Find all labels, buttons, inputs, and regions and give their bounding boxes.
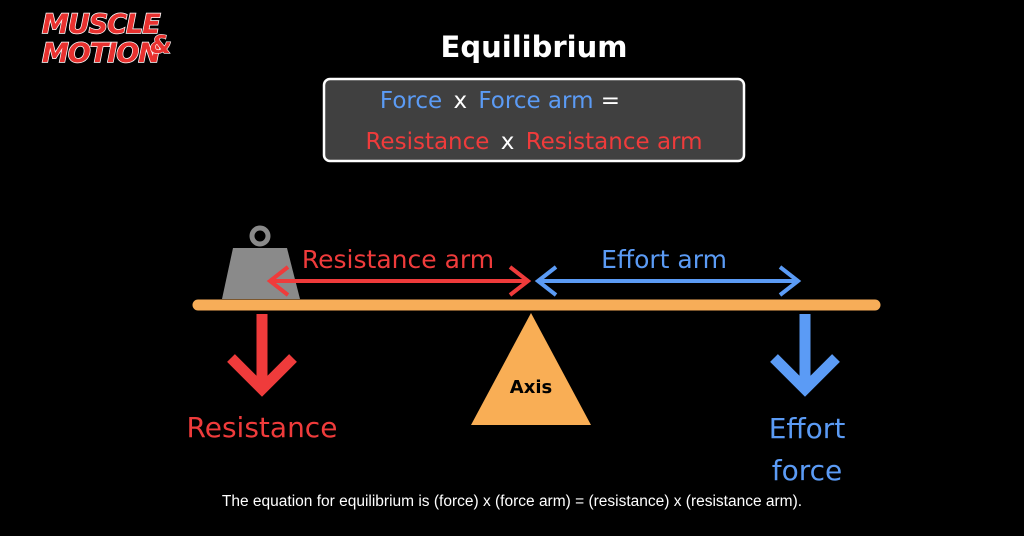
equation-line-resistance: Resistance x Resistance arm <box>365 129 702 155</box>
effort-arm-label: Effort arm <box>601 245 727 274</box>
resistance-arm-arrow <box>266 265 532 297</box>
effort-force-down-arrow <box>770 314 840 397</box>
equation-box: Force x Force arm = Resistance x Resista… <box>322 77 746 163</box>
equation-resistance-arm: Resistance arm <box>526 129 703 155</box>
muscle-motion-logo: MUSCLE MOTION & <box>41 8 172 70</box>
weight-icon <box>222 225 300 299</box>
axis-fulcrum <box>471 313 591 425</box>
resistance-arm-label: Resistance arm <box>302 245 494 274</box>
effort-force-label-line2: force <box>772 454 843 487</box>
equation-line-force: Force x Force arm = <box>380 88 620 114</box>
resistance-label: Resistance <box>187 411 338 444</box>
equation-box-frame <box>322 77 746 163</box>
resistance-down-arrow <box>227 314 297 397</box>
page-title: Equilibrium <box>441 30 628 64</box>
effort-arm-arrow <box>534 265 802 297</box>
logo-line-motion: MOTION <box>42 38 161 69</box>
equation-times-2: x <box>501 129 515 155</box>
equation-equals: = <box>601 88 620 114</box>
effort-force-label-line1: Effort <box>769 412 846 445</box>
equation-force-arm: Force arm <box>478 88 593 114</box>
equation-force: Force <box>380 88 442 114</box>
caption-text: The equation for equilibrium is (force) … <box>221 493 803 510</box>
equation-times-1: x <box>453 88 467 114</box>
axis-label: Axis <box>510 377 552 398</box>
equation-resistance: Resistance <box>365 129 489 155</box>
logo-ampersand: & <box>150 30 172 59</box>
logo-line-muscle: MUSCLE <box>42 9 161 40</box>
